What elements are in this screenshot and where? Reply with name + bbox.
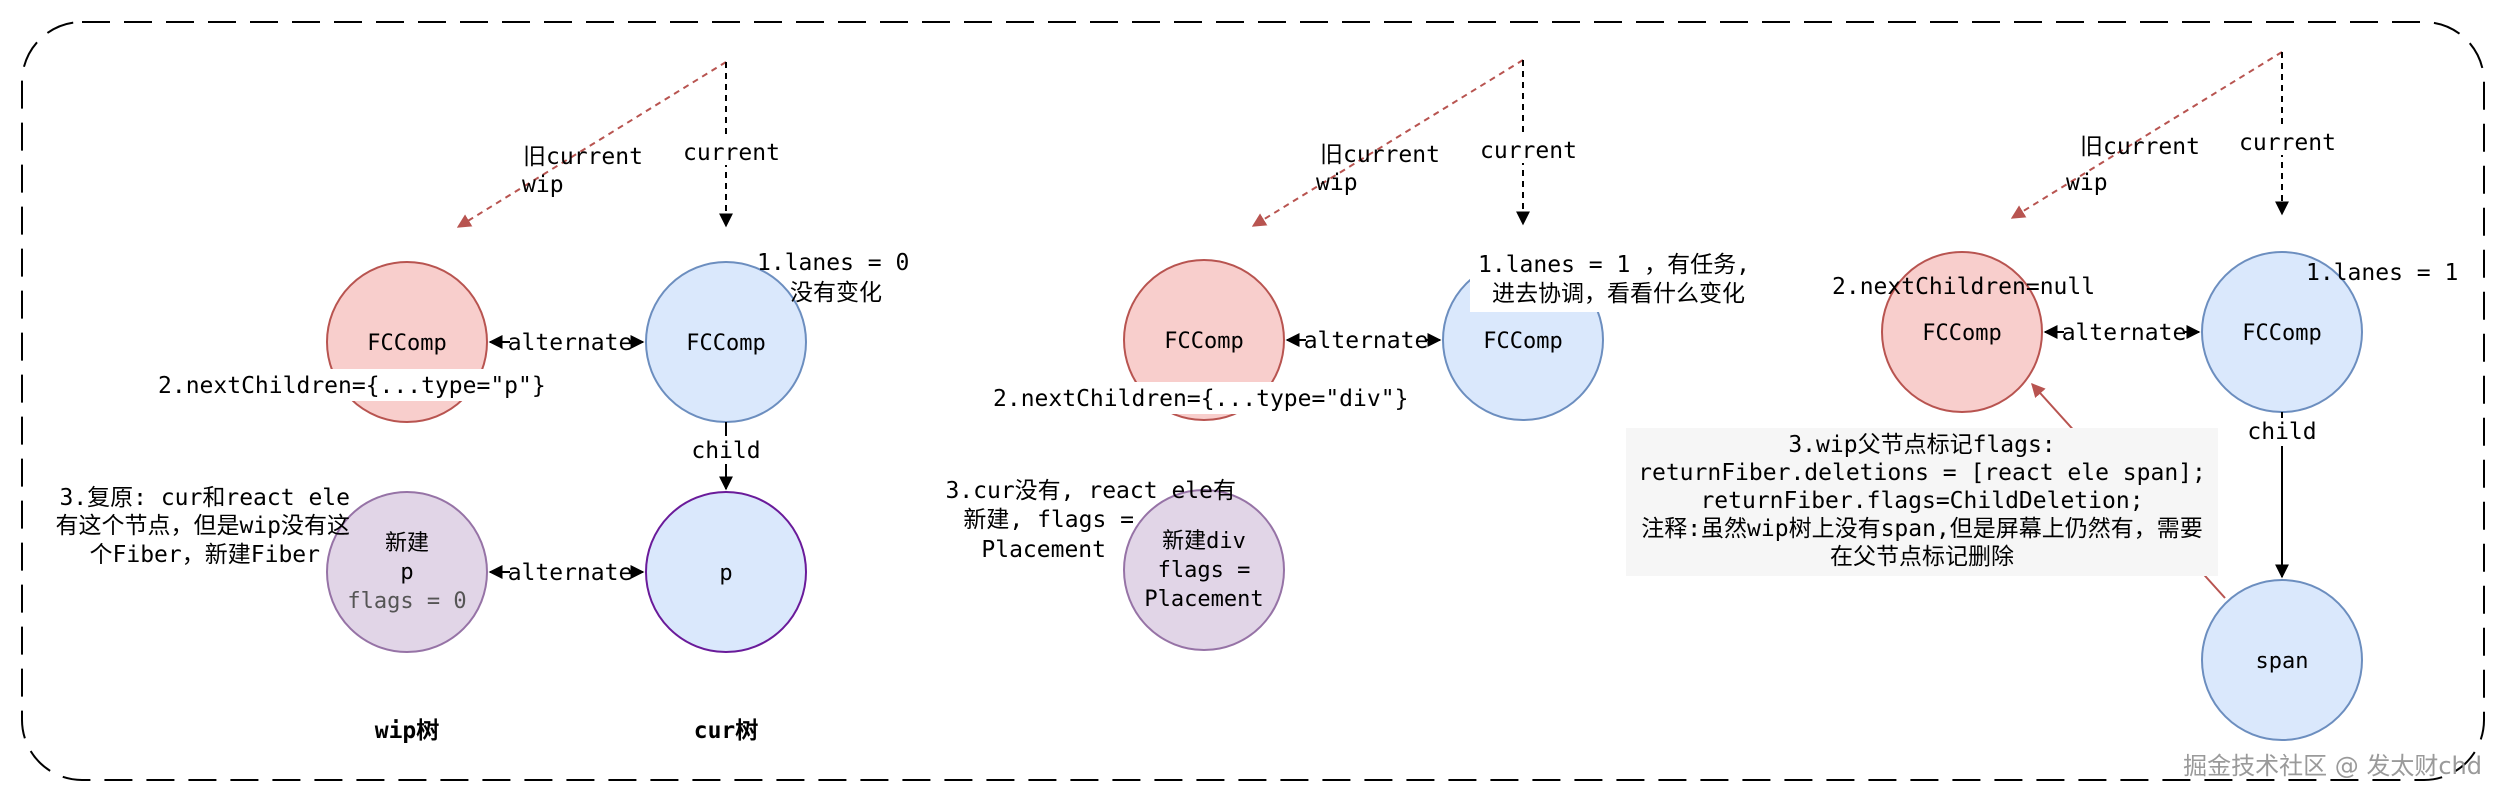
mark-annotation-line-2: returnFiber.deletions = [react ele span]… xyxy=(1638,460,2206,486)
cur-span-node xyxy=(2201,579,2363,741)
old-current-label: 旧current xyxy=(1320,142,1440,168)
panel-3: 旧current wip current FCComp FCComp span … xyxy=(1626,51,2458,741)
cur-fccomp-label: FCComp xyxy=(2242,321,2321,346)
cur-fccomp-label: FCComp xyxy=(1483,329,1562,354)
cur-missing-annotation-line-2: 新建, flags = xyxy=(963,507,1134,533)
wip-label: wip xyxy=(522,172,564,198)
wip-p-line-3: flags = 0 xyxy=(347,589,466,614)
dashed-frame xyxy=(21,21,2485,781)
next-children-annotation: 2.nextChildren={...type="p"} xyxy=(158,373,546,399)
wip-p-node xyxy=(326,491,488,653)
wip-p-line-2: p xyxy=(400,560,413,585)
old-current-arrow xyxy=(1251,59,1524,227)
current-label: current xyxy=(2239,130,2336,156)
old-current-label: 旧current xyxy=(523,144,643,170)
restore-annotation-line-2: 有这个节点，但是wip没有这 xyxy=(55,513,350,539)
mark-annotation-line-4: 注释:虽然wip树上没有span,但是屏幕上仍然有，需要 xyxy=(1641,516,2203,542)
restore-annotation-line-3: 个Fiber，新建Fiber xyxy=(90,542,320,568)
wip-new-div-line-3: Placement xyxy=(1144,587,1263,612)
cur-p-node xyxy=(645,491,807,653)
mark-annotation-line-3: returnFiber.flags=ChildDeletion; xyxy=(1700,488,2143,514)
child-label: child xyxy=(2247,419,2316,445)
panel-2: 旧current wip current FCComp FCComp 新建div… xyxy=(945,59,1760,651)
cur-missing-annotation-line-1: 3.cur没有, react ele有 xyxy=(945,478,1236,504)
next-children-annotation: 2.nextChildren={...type="div"} xyxy=(993,386,1408,412)
wip-fccomp-label: FCComp xyxy=(1164,329,1243,354)
lanes-annotation: 1.lanes = 1 xyxy=(2306,260,2458,286)
wip-fccomp-node xyxy=(1123,259,1285,421)
wip-fccomp-label: FCComp xyxy=(367,331,446,356)
cur-missing-annotation-line-3: Placement xyxy=(981,537,1106,563)
lanes-annotation-line-1: 1.lanes = 0 xyxy=(757,250,909,276)
alternate-label-bottom: alternate xyxy=(508,560,633,586)
restore-annotation-line-1: 3.复原: cur和react ele xyxy=(59,485,350,511)
lanes-annotation-line-2: 没有变化 xyxy=(790,280,882,306)
child-label: child xyxy=(691,438,760,464)
wip-tree-label: wip树 xyxy=(375,718,440,744)
alternate-label: alternate xyxy=(1304,328,1429,354)
current-label: current xyxy=(1480,138,1577,164)
lanes-annotation-line-2: 进去协调，看看什么变化 xyxy=(1492,281,1745,307)
cur-tree-label: cur树 xyxy=(694,718,759,744)
watermark: 掘金技术社区 @ 发太财chd xyxy=(2183,752,2482,780)
mark-annotation-line-5: 在父节点标记删除 xyxy=(1830,544,2014,570)
old-current-arrow xyxy=(2010,51,2283,219)
cur-p-label: p xyxy=(719,561,732,586)
next-children-annotation: 2.nextChildren=null xyxy=(1832,274,2095,300)
panel-1: 旧current wip current FCComp FCComp 新建 p … xyxy=(55,61,909,744)
wip-new-div-line-1: 新建div xyxy=(1162,529,1246,554)
wip-new-div-node xyxy=(1123,489,1285,651)
current-label: current xyxy=(683,140,780,166)
wip-label: wip xyxy=(2066,170,2108,196)
alternate-label: alternate xyxy=(2062,320,2187,346)
old-current-arrow xyxy=(456,61,727,228)
mark-annotation-box xyxy=(1626,428,2218,576)
wip-fccomp-node xyxy=(1881,251,2043,413)
alternate-label-top: alternate xyxy=(508,330,633,356)
cur-span-label: span xyxy=(2256,649,2309,674)
wip-fccomp-label: FCComp xyxy=(1922,321,2001,346)
wip-label: wip xyxy=(1316,170,1358,196)
lanes-annotation-line-1: 1.lanes = 1 ，有任务, xyxy=(1478,252,1750,278)
wip-new-div-line-2: flags = xyxy=(1158,558,1251,583)
mark-annotation-line-1: 3.wip父节点标记flags: xyxy=(1788,432,2055,458)
cur-fccomp-label: FCComp xyxy=(686,331,765,356)
old-current-label: 旧current xyxy=(2080,134,2200,160)
wip-p-line-1: 新建 xyxy=(385,531,429,556)
